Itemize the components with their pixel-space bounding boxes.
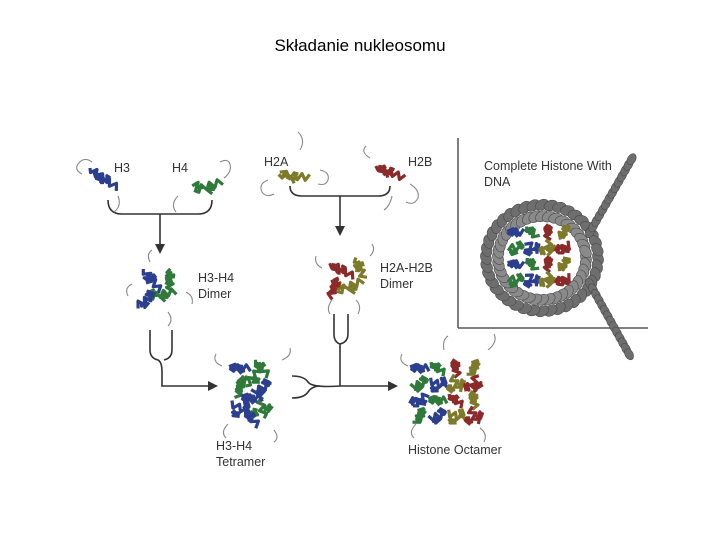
label-h3h4-dimer-line1: H3-H4 (198, 271, 234, 285)
label-complete-line2: DNA (484, 175, 511, 189)
h3-protein (76, 158, 120, 213)
label-histone-octamer: Histone Octamer (408, 443, 502, 457)
label-h3h4-dimer-line2: Dimer (198, 287, 231, 301)
label-tetramer-line2: Tetramer (216, 455, 265, 469)
complete-histone-with-dna (480, 153, 637, 361)
h2b-protein (363, 145, 419, 211)
assembly-arrows (107, 185, 391, 399)
label-h2b: H2B (408, 155, 432, 169)
h4-protein (172, 159, 231, 213)
h2a-h2b-dimer (315, 243, 375, 315)
label-complete-line1: Complete Histone With (484, 159, 612, 173)
label-h3: H3 (114, 161, 130, 175)
label-h2a: H2A (264, 155, 289, 169)
label-h2a-h2b-dimer-line1: H2A-H2B (380, 261, 433, 275)
arrowheads (155, 226, 398, 391)
slide-title: Składanie nukleosomu (274, 36, 446, 55)
histone-octamer (400, 333, 496, 443)
label-tetramer-line1: H3-H4 (216, 439, 252, 453)
h3-h4-dimer (126, 249, 193, 327)
label-h4: H4 (172, 161, 188, 175)
h3-h4-tetramer (214, 347, 291, 443)
h2a-protein (260, 131, 329, 197)
label-h2a-h2b-dimer-line2: Dimer (380, 277, 413, 291)
